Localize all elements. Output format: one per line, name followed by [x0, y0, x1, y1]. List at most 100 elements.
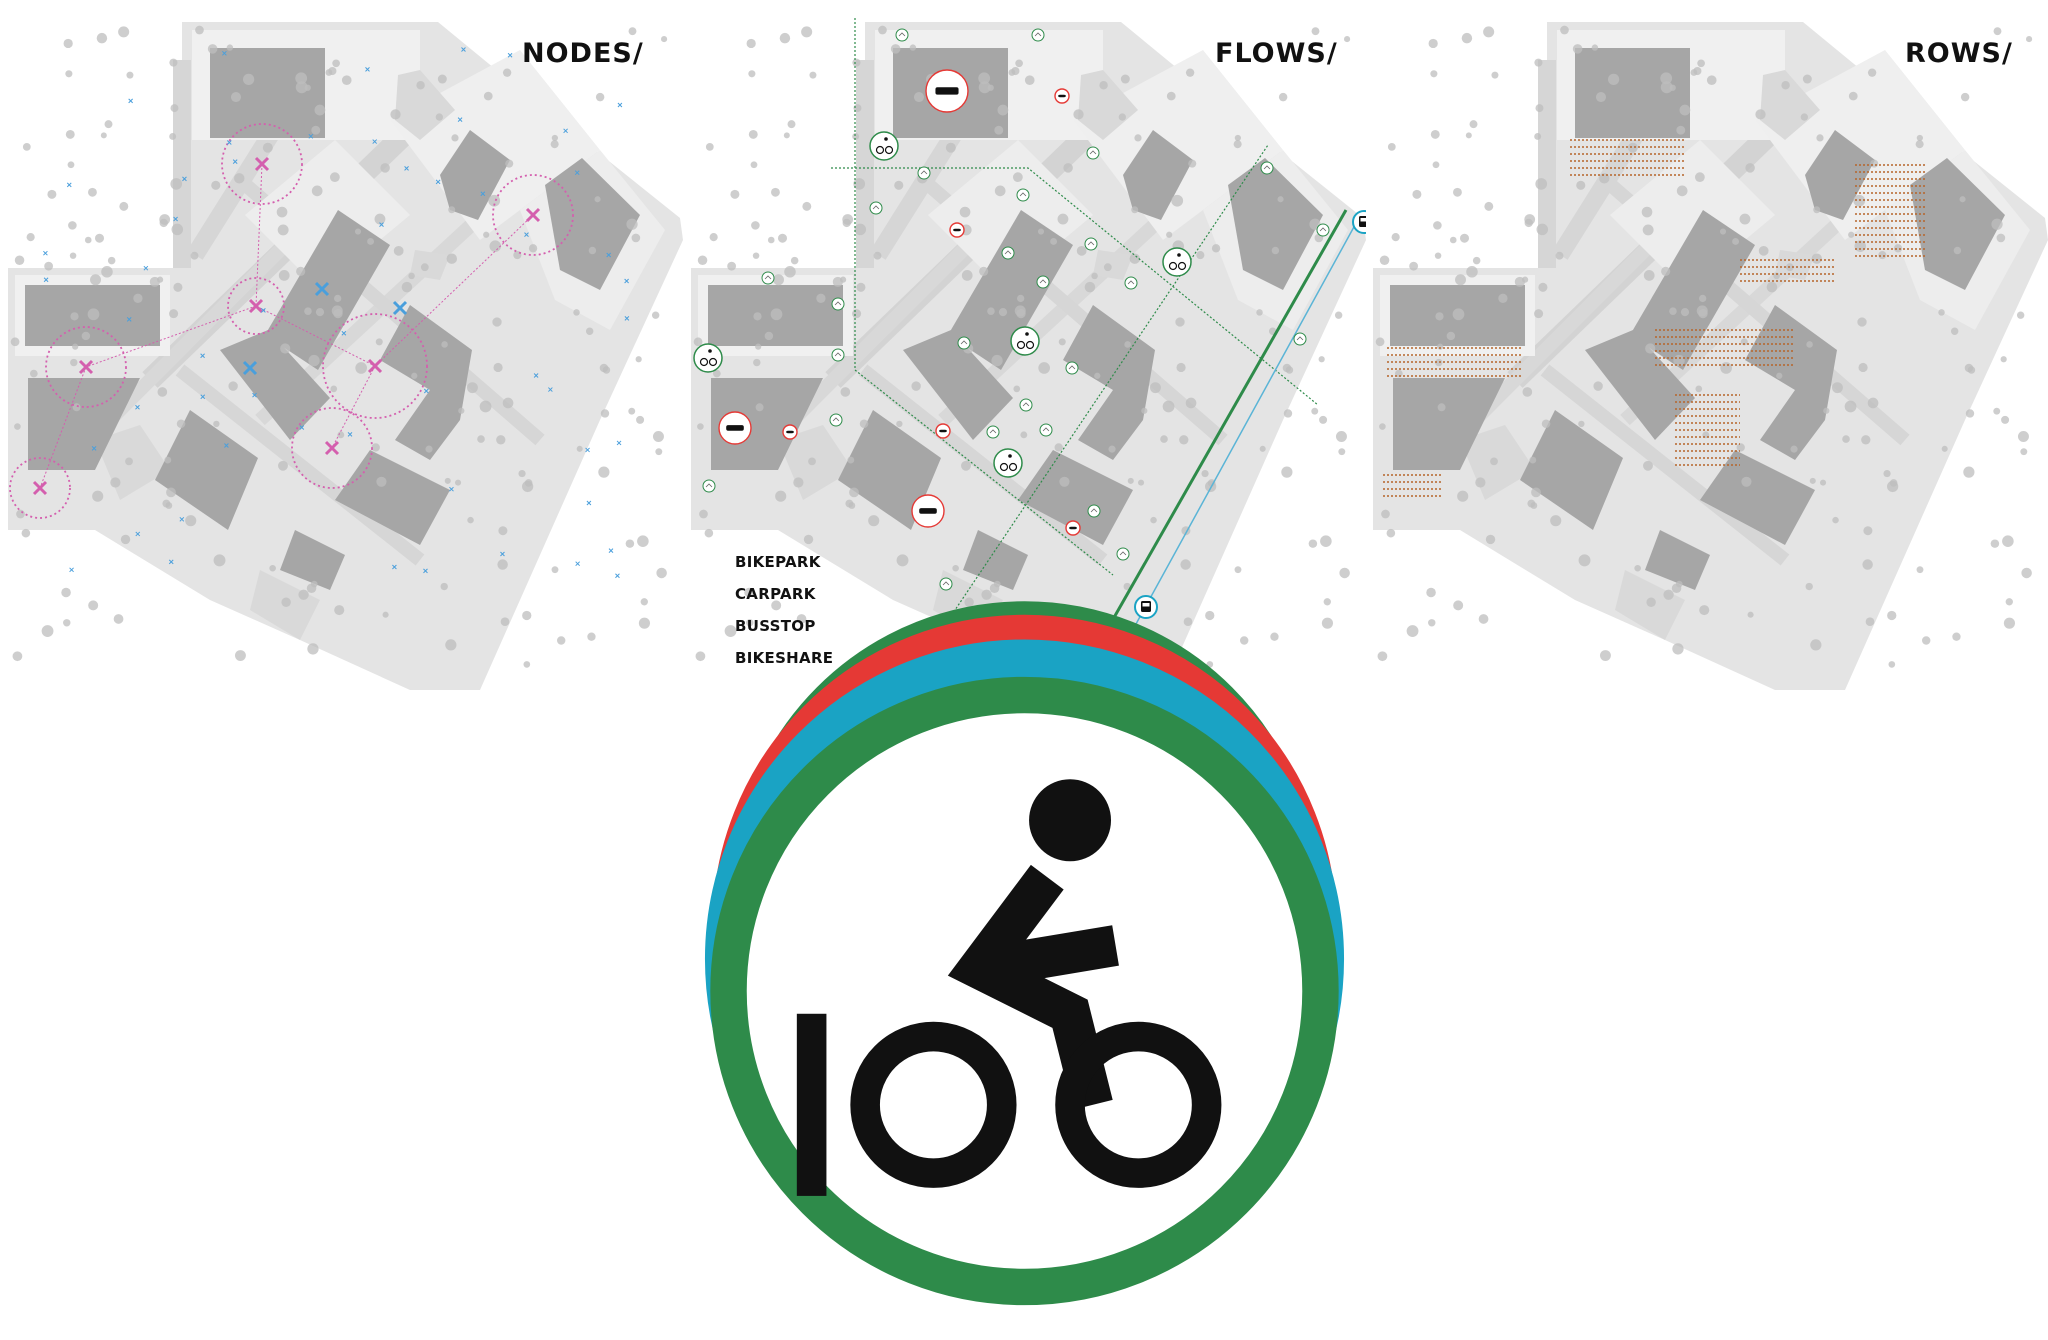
tree [483, 231, 490, 238]
tree [67, 161, 75, 169]
tree [709, 233, 718, 242]
tree [1527, 499, 1536, 508]
tree [909, 44, 917, 51]
entry-point-icon [624, 316, 630, 321]
tree [1641, 206, 1653, 218]
tree [1391, 233, 1400, 242]
building [1575, 48, 1690, 138]
tree [1239, 636, 1249, 645]
tree [755, 343, 762, 350]
entry-point-icon [372, 139, 378, 144]
tree [173, 282, 183, 292]
entry-point-icon [179, 516, 185, 522]
tree [746, 38, 756, 49]
bikepark-icon [702, 479, 716, 493]
tree [1672, 643, 1684, 655]
tree [773, 274, 784, 286]
tree [978, 72, 991, 85]
legend-label-busstop: BUSSTOP [735, 617, 816, 635]
tree [998, 307, 1008, 317]
tree [853, 178, 866, 190]
tree [1607, 73, 1620, 86]
tree [1469, 120, 1478, 129]
entry-point-icon [457, 117, 463, 122]
tree [1433, 221, 1442, 230]
tree [262, 142, 273, 153]
site-base [691, 22, 1366, 690]
carpark-icon [935, 423, 951, 439]
tree [796, 614, 807, 624]
tree [374, 213, 386, 225]
bikepark-icon [1065, 361, 1079, 375]
legend-item-carpark: CARPARK [683, 578, 1337, 1240]
tree [1160, 435, 1168, 443]
tree [269, 564, 276, 572]
entry-point-icon [341, 330, 347, 336]
tree [354, 228, 362, 235]
rows-title: ROWS/ [1905, 38, 2013, 69]
entry-point-icon [43, 277, 49, 283]
tree [133, 293, 143, 303]
tree [704, 528, 714, 538]
entry-point-icon [128, 98, 134, 104]
tree [775, 490, 787, 502]
carpark-icon [925, 69, 969, 113]
entry-point-icon [135, 404, 140, 410]
legend-item-bikeshare: BIKESHARE [683, 642, 1339, 1306]
tree [724, 625, 737, 637]
tree [1805, 582, 1813, 591]
tree [277, 224, 289, 236]
building [1393, 378, 1505, 470]
tree [1277, 196, 1284, 203]
tree [1996, 233, 2006, 243]
legend-label-bikeshare: BIKESHARE [735, 649, 834, 667]
tree [21, 528, 31, 538]
tree [1660, 72, 1673, 85]
entry-point-icon [606, 252, 612, 258]
building [220, 330, 330, 440]
tree [29, 369, 38, 378]
light-building [410, 250, 450, 280]
tree [1536, 223, 1549, 236]
entry-point-icon [575, 561, 581, 567]
tree [856, 282, 866, 292]
tree [211, 180, 221, 190]
tree [697, 423, 704, 430]
entry-point-icon [379, 222, 384, 227]
tree [847, 456, 855, 464]
tree [528, 244, 538, 253]
tree [1196, 251, 1205, 260]
tree [1858, 362, 1868, 373]
tree [576, 445, 583, 452]
entry-point-icon [232, 159, 238, 164]
tree [458, 407, 465, 414]
carpark-icon [1054, 88, 1070, 104]
entry-point-icon [91, 446, 97, 451]
tree [839, 276, 847, 283]
tree [444, 477, 451, 484]
legend-label-bikepark: BIKEPARK [735, 553, 821, 571]
tree [304, 307, 312, 315]
tree [408, 272, 415, 280]
building [280, 530, 345, 590]
tree [169, 309, 179, 319]
entry-point-icon [524, 232, 529, 237]
tree [1338, 448, 1346, 456]
tree [1485, 534, 1496, 545]
tree [1490, 457, 1498, 466]
tree [493, 362, 503, 373]
bikepark-icon [1086, 146, 1100, 160]
tree [598, 466, 610, 478]
building [440, 130, 510, 220]
tree [1990, 539, 2000, 548]
tree [1950, 327, 1959, 335]
tree [1375, 337, 1385, 347]
tree [1437, 403, 1446, 412]
bikepark-icon [917, 166, 931, 180]
tree [171, 223, 184, 236]
bikepark-icon [831, 348, 845, 362]
tree [1645, 343, 1656, 354]
tree [1057, 213, 1069, 225]
tree [1283, 409, 1293, 418]
tree [1094, 372, 1101, 379]
